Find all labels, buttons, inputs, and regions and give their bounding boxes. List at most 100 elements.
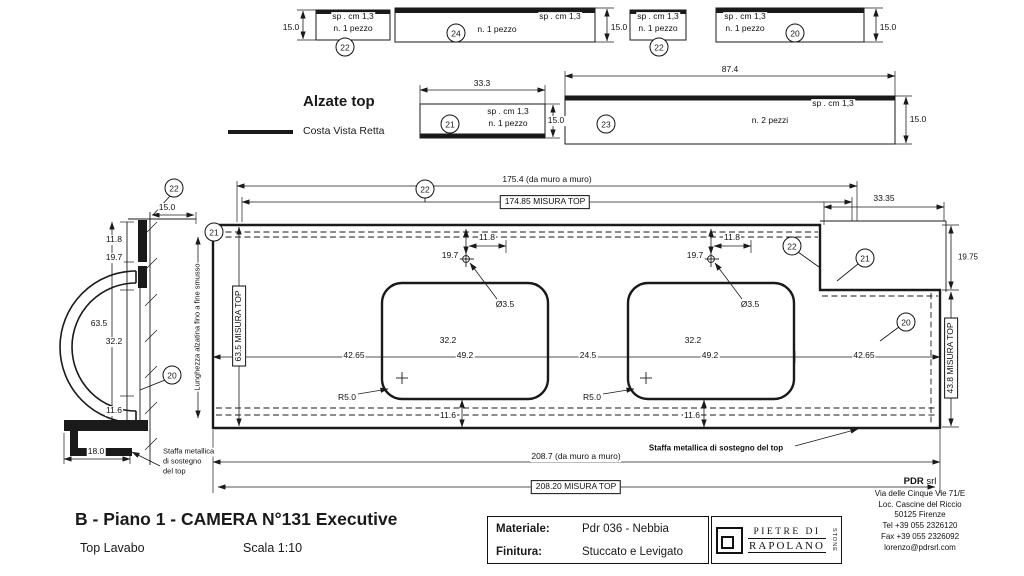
dim-label: Staffa metallica: [162, 446, 216, 457]
dim-label: R5.0: [582, 392, 602, 403]
alzate-dim-lines: [300, 8, 909, 144]
dim-label: 11.8: [478, 232, 496, 243]
finish-label: Finitura:: [496, 545, 542, 558]
dim-label: 11.8: [105, 234, 123, 245]
company-info-line: Loc. Cascine del Riccio: [878, 499, 962, 509]
dim-label: 32.2: [104, 336, 124, 347]
logo-line1: PIETRE DI: [748, 527, 826, 539]
dim-label: Staffa metallica di sostegno del top: [647, 443, 785, 453]
logo-square-inner: [721, 535, 734, 549]
dim-label: 42.65: [852, 350, 876, 361]
dim-label: n. 1 pezzo: [332, 23, 374, 34]
dim-label: n. 2 pezzi: [750, 115, 790, 126]
company-info-line: Via delle Cinque Vie 71/E: [874, 488, 966, 498]
dim-label: 19.75: [956, 252, 980, 262]
dim-label: 175.4 (da muro a muro): [501, 174, 593, 185]
dim-label: 87.4: [720, 64, 740, 75]
dim-label: 43.8 MISURA TOP: [944, 317, 958, 399]
legend-label: Costa Vista Retta: [303, 125, 385, 137]
dim-label: del top: [162, 466, 187, 477]
balloon-20: 20: [896, 312, 916, 332]
balloon-23: 23: [596, 114, 616, 134]
dim-label: 19.7: [104, 252, 124, 263]
sink-cutout-right: [626, 281, 796, 401]
dim-label: 49.2: [455, 350, 475, 361]
dim-label: 11.6: [683, 410, 701, 421]
company-name: PDR srl: [903, 476, 937, 487]
logo-square-icon: [716, 526, 743, 554]
dim-label: Ø3.5: [739, 299, 761, 310]
dim-label: 33.3: [472, 78, 492, 89]
dim-label: 33.35: [872, 193, 896, 204]
balloon-22: 22: [164, 178, 184, 198]
material-label: Materiale:: [496, 522, 550, 535]
dim-label: 15.0: [546, 115, 566, 126]
spec-table: Materiale: Pdr 036 - Nebbia Finitura: St…: [487, 516, 709, 564]
dim-label: 18.0: [86, 446, 106, 457]
dim-label: 49.2: [700, 350, 720, 361]
dim-label: Lunghezza alzatina fino a fine smusso: [192, 262, 203, 392]
dim-label: sp . cm 1,3: [331, 11, 375, 22]
dim-label: 208.20 MISURA TOP: [530, 480, 622, 494]
dim-label: 15.0: [878, 22, 898, 33]
sink-cutout-left: [380, 281, 550, 401]
dim-label: n. 1 pezzo: [487, 118, 529, 129]
balloon-20: 20: [162, 365, 182, 385]
balloon-22: 22: [782, 236, 802, 256]
balloon-22: 22: [415, 179, 435, 199]
dim-label: n. 1 pezzo: [637, 23, 679, 34]
logo-vertical-text: STONE: [831, 528, 837, 552]
dim-label: Ø3.5: [494, 299, 516, 310]
material-row: Materiale: Pdr 036 - Nebbia: [488, 517, 708, 540]
dim-label: sp . cm 1,3: [486, 106, 530, 117]
company-info-line: Fax +39 055 2326092: [880, 531, 960, 541]
company-info-line: lorenzo@pdrsrl.com: [884, 542, 956, 552]
finish-row: Finitura: Stuccato e Levigato: [488, 540, 708, 563]
side-section-view: [59, 212, 197, 465]
company-info-line: Tel +39 055 2326120: [882, 521, 958, 531]
dim-label: 19.7: [440, 250, 460, 261]
dim-label: 63.5: [89, 318, 109, 329]
dim-label: 24.5: [578, 350, 598, 361]
balloon-22: 22: [649, 37, 669, 57]
pietre-di-rapolano-logo: PIETRE DI RAPOLANO STONE: [711, 516, 842, 564]
dim-label: sp . cm 1,3: [811, 98, 855, 109]
company-info-line: 50125 Firenze: [894, 510, 946, 520]
balloon-20: 20: [785, 23, 805, 43]
support-bracket: [70, 431, 132, 456]
dim-label: n. 1 pezzo: [724, 23, 766, 34]
dim-label: sp . cm 1,3: [723, 11, 767, 22]
wall-lines: [820, 220, 947, 292]
dim-label: R5.0: [337, 392, 357, 403]
dim-label: di sostegno: [162, 456, 203, 467]
dim-label: 15.0: [281, 22, 301, 33]
logo-text: PIETRE DI RAPOLANO: [748, 527, 826, 553]
balloon-24: 24: [446, 23, 466, 43]
material-value: Pdr 036 - Nebbia: [582, 522, 669, 535]
dim-label: n. 1 pezzo: [476, 24, 518, 35]
balloon-21: 21: [855, 248, 875, 268]
dim-label: 42.65: [342, 350, 366, 361]
balloon-21: 21: [204, 222, 224, 242]
dim-label: 15.0: [157, 202, 177, 213]
dim-label: 15.0: [908, 114, 928, 125]
slab-section: [64, 420, 148, 431]
dim-label: 32.2: [438, 335, 458, 346]
leader-lines: [131, 262, 859, 467]
finish-value: Stuccato e Levigato: [582, 545, 684, 558]
dim-label: 11.6: [105, 405, 123, 416]
logo-line2: RAPOLANO: [748, 540, 826, 553]
alzate-heading: Alzate top: [303, 93, 375, 110]
balloon-22: 22: [335, 37, 355, 57]
drawing-subtitle: Top Lavabo: [80, 541, 145, 555]
dim-label: 174.85 MISURA TOP: [499, 195, 591, 209]
dim-label: 15.0: [609, 22, 629, 33]
drawing-scale: Scala 1:10: [243, 541, 303, 555]
alzata-strips: [315, 7, 896, 145]
countertop-outline: [211, 223, 942, 430]
dim-label: 11.8: [723, 232, 741, 243]
drawing-title: B - Piano 1 - CAMERA N°131 Executive: [75, 509, 398, 529]
